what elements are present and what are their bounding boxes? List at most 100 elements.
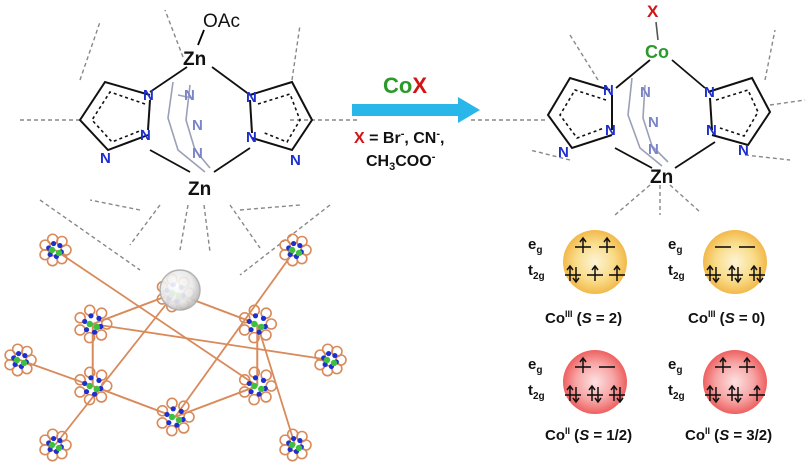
orbital-level [705,264,721,284]
mof-node [156,397,195,437]
orbital-level [587,264,603,281]
n-atom: N [100,150,111,167]
spin-state-caption: CoIII (S = 2) [545,309,622,327]
n-atom: N [184,87,195,104]
condition-line-2: CH3COO- [366,151,436,173]
left-triazole-2 [249,80,314,152]
n-atom: N [290,152,301,169]
mof-node [279,233,312,267]
orbital-level [565,384,581,404]
mof-linker [174,249,296,418]
n-atom: N [558,144,569,161]
n-atom: N [246,129,257,146]
right-back-triazole [627,77,669,167]
mof-node [74,304,113,344]
spin-state-caption: CoIII (S = 0) [688,309,765,327]
left-back-triazole [167,81,211,173]
orbital-level [749,384,765,401]
orbital-level [705,384,721,404]
left-triazole-1 [78,80,151,152]
spin-panel-glow [703,350,767,414]
n-atom: N [706,122,717,139]
orbital-level [587,384,603,404]
left-cluster: OAc Zn N [20,9,360,276]
co-x-bond [655,21,659,41]
spin-panel-glow [563,230,627,294]
orbital-level [565,264,581,284]
mof-node [314,343,347,377]
n-atom: N [640,84,651,101]
reaction-arrow [352,97,480,123]
n-atom: N [704,84,715,101]
right-bottom-zn-label: Zn [650,167,673,188]
n-atom: N [246,89,257,106]
right-metal-n-bonds [614,59,716,169]
right-triazole-1 [546,76,613,150]
spin-state-caption: CoII (S = 1/2) [545,426,632,444]
eg-label: eg [528,236,542,256]
left-metal-n-bonds [149,66,251,173]
n-atom: N [192,145,203,162]
eg-label: eg [668,236,682,256]
n-atom: N [603,82,614,99]
orbital-level [727,384,743,404]
right-cluster-dashed-bonds [470,29,806,216]
mof-linker [19,359,94,387]
orbital-level [739,356,755,373]
t2g-label: t2g [668,382,685,402]
highlight-bubble [159,269,201,311]
top-ligand-label: OAc [203,11,240,32]
n-atom: N [140,127,151,144]
eg-label: eg [668,356,682,376]
t2g-label: t2g [528,382,545,402]
co-metal-label: Co [645,42,669,62]
mof-node [238,304,278,344]
right-triazole-2 [707,76,772,147]
mof-node [39,233,72,267]
n-atom: N [648,141,659,158]
orbital-level [609,384,625,404]
orbital-level [575,356,591,373]
mof-node [238,366,278,406]
mof-node [74,366,113,406]
bottom-zn-label: Zn [188,179,211,200]
n-atom: N [738,142,749,159]
reagent-label: CoX [383,73,427,98]
spin-panel-glow [563,350,627,414]
mof-linker [92,323,331,361]
right-cluster: X Co N N N N N [470,2,806,216]
orbital-level [609,264,625,281]
n-atom: N [648,114,659,131]
orbital-level [575,236,591,253]
mof-node [279,428,312,462]
condition-line-1: X = Br-, CN-, [354,128,444,147]
n-atom: N [192,117,203,134]
reagent-halide: X [412,73,427,98]
n-atom: N [143,87,154,104]
mof-node [4,343,37,377]
top-ligand-x-label: X [647,2,659,21]
mof-linker [54,292,176,446]
right-n-labels: N N N N N N N N N [558,82,749,161]
spin-panel-glow [703,230,767,294]
oac-bond [197,29,205,46]
eg-label: eg [528,356,542,376]
spin-state-caption: CoII (S = 3/2) [685,426,772,444]
reaction-arrow-group: CoX X = Br-, CN-, CH3COO- [352,73,480,173]
mof-node [39,428,72,462]
orbital-level [599,236,615,253]
t2g-label: t2g [668,262,685,282]
left-n-labels: N N N N N N N N N [100,87,301,169]
mof-framework [4,233,347,462]
orbital-level [749,264,765,284]
reagent-metal: Co [383,73,412,98]
orbital-level [727,264,743,284]
top-zn-label: Zn [183,49,206,70]
orbital-level [715,356,731,373]
